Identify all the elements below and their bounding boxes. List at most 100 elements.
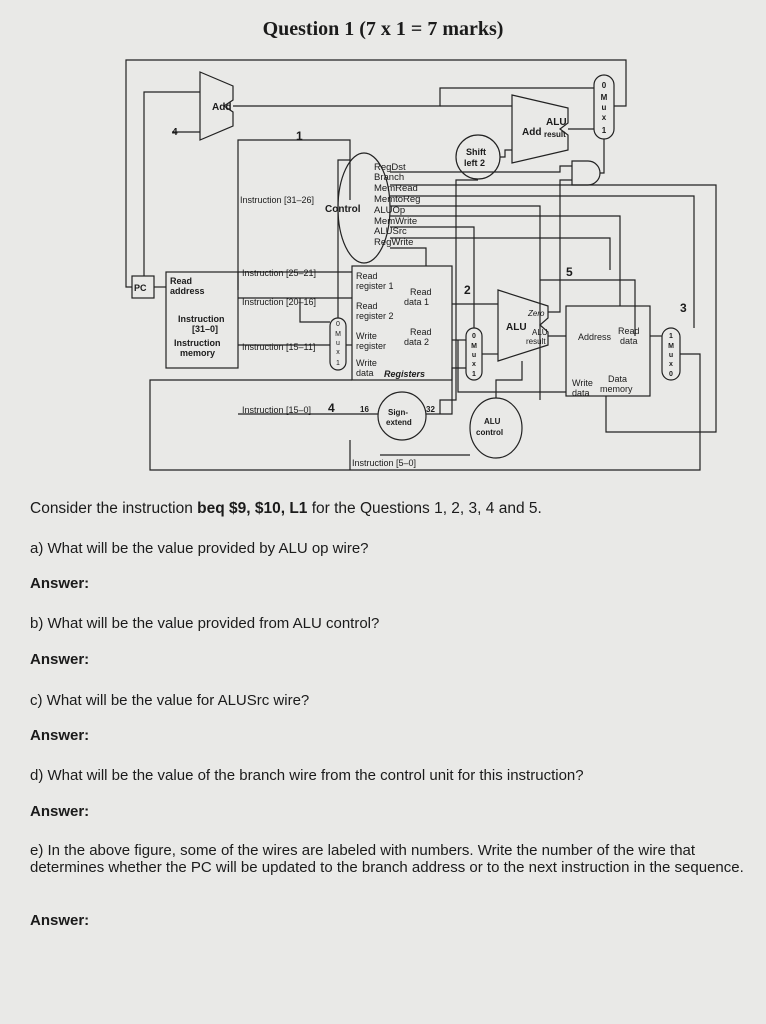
mux-mem-x: x — [669, 361, 673, 368]
alu-result-b: result — [544, 130, 566, 139]
register-file — [351, 265, 453, 381]
alu-res-b: result — [526, 337, 546, 346]
read-address-a: Read — [170, 276, 192, 286]
alu-res-a: ALU — [532, 328, 548, 337]
sixteen-label: 16 — [360, 405, 369, 414]
mux-alusrc-x: x — [472, 361, 476, 368]
signal-aluop: ALUOp — [374, 205, 405, 216]
mux-regdst-x: x — [336, 349, 340, 356]
intro-instruction: beq $9, $10, L1 — [197, 500, 308, 517]
mux-mem-u: u — [669, 352, 673, 359]
read-reg1-a: Read — [356, 271, 378, 281]
add-top-label: Add — [212, 102, 231, 113]
registers-label: Registers — [384, 369, 425, 379]
write-data2-b: data — [572, 388, 590, 398]
instruction-memory — [165, 271, 239, 369]
wire-num-5: 5 — [566, 265, 573, 279]
control-label: Control — [325, 204, 361, 215]
instr-15-0: Instruction [15–0] — [242, 405, 311, 415]
question-a: a) What will be the value provided by AL… — [30, 540, 369, 557]
alu-ctrl-a: ALU — [484, 417, 501, 426]
mux-top-u: u — [602, 103, 607, 112]
instr-5-0: Instruction [5–0] — [352, 458, 416, 468]
four-label: 4 — [172, 127, 178, 138]
signal-memread: MemRead — [374, 183, 418, 194]
dmem-a: Data — [608, 374, 627, 384]
answer-c: Answer: — [30, 727, 90, 744]
mux-top-x: x — [602, 113, 607, 122]
read-reg2-b: register 2 — [356, 311, 394, 321]
instr-31-26: Instruction [31–26] — [240, 195, 314, 205]
intro-text: Consider the instruction beq $9, $10, L1… — [30, 500, 750, 518]
read-reg1-b: register 1 — [356, 281, 394, 291]
read-data-b: data — [620, 336, 638, 346]
wire-num-2: 2 — [464, 283, 471, 297]
write-data2-a: Write — [572, 378, 593, 388]
shift-label-b: left 2 — [464, 158, 485, 168]
answer-b: Answer: — [30, 651, 90, 668]
mux-mem-1: 1 — [669, 333, 673, 340]
page-title: Question 1 (7 x 1 = 7 marks) — [262, 18, 504, 40]
answer-e: Answer: — [30, 912, 90, 929]
alu-add-label: Add — [522, 127, 541, 138]
instr-20-16: Instruction [20–16] — [242, 297, 316, 307]
signal-alusrc: ALUSrc — [374, 226, 407, 237]
instr-25-21: Instruction [25–21] — [242, 268, 316, 278]
answer-d: Answer: — [30, 803, 90, 820]
mux-alusrc-1: 1 — [472, 371, 476, 378]
dmem-b: memory — [600, 384, 633, 394]
question-b: b) What will be the value provided from … — [30, 615, 380, 632]
imem-a: Instruction — [174, 338, 221, 348]
pc-label: PC — [134, 283, 147, 293]
signal-memtoreg: MemtoReg — [374, 194, 420, 205]
mux-regdst-m: M — [335, 331, 341, 338]
question-e: e) In the above figure, some of the wire… — [30, 842, 744, 876]
question-c: c) What will be the value for ALUSrc wir… — [30, 692, 310, 709]
mux-mem-0: 0 — [669, 371, 673, 378]
mux-regdst-0: 0 — [336, 321, 340, 328]
mux-regdst-1: 1 — [336, 360, 340, 367]
mux-alusrc-m: M — [471, 343, 477, 350]
mux-alusrc-u: u — [472, 352, 476, 359]
mux-top-1: 1 — [602, 126, 607, 135]
alu-result-a: ALU — [546, 117, 567, 128]
mux-top-0: 0 — [602, 81, 607, 90]
data-memory — [565, 305, 651, 397]
and-gate — [571, 160, 601, 186]
answer-a: Answer: — [30, 575, 90, 592]
thirtytwo-label: 32 — [426, 405, 435, 414]
alu-label: ALU — [506, 322, 527, 333]
signal-branch: Branch — [374, 172, 404, 183]
wire-num-3: 3 — [680, 301, 687, 315]
mux-regdst-u: u — [336, 340, 340, 347]
datapath-diagram: Add 4 1 Add ALU result Shift left 2 0 M … — [125, 59, 717, 471]
read-address-b: address — [170, 286, 205, 296]
sign-label-a: Sign- — [388, 408, 408, 417]
mux-mem-m: M — [668, 343, 674, 350]
read-data1-a: Read — [410, 287, 432, 297]
sign-label-b: extend — [386, 418, 412, 427]
signal-memwrite: MemWrite — [374, 216, 417, 227]
signal-regdst: RegDst — [374, 162, 406, 173]
instr-15-11: Instruction [15–11] — [242, 342, 315, 352]
write-data-a: Write — [356, 358, 377, 368]
mux-top-m: M — [601, 93, 608, 102]
shift-label-a: Shift — [466, 147, 486, 157]
mux-alusrc-0: 0 — [472, 333, 476, 340]
read-data1-b: data 1 — [404, 297, 429, 307]
read-reg2-a: Read — [356, 301, 378, 311]
read-data2-b: data 2 — [404, 337, 429, 347]
signal-regwrite: RegWrite — [374, 237, 413, 248]
zero-label: Zero — [527, 309, 545, 318]
branch-adder — [511, 94, 569, 164]
instruction-b: [31–0] — [192, 324, 218, 334]
read-data-a: Read — [618, 326, 640, 336]
instruction-a: Instruction — [178, 314, 225, 324]
intro-pre: Consider the instruction — [30, 500, 198, 517]
write-reg-a: Write — [356, 331, 377, 341]
alu-ctrl-b: control — [476, 428, 503, 437]
pc-adder — [199, 71, 234, 141]
write-reg-b: register — [356, 341, 386, 351]
wire-num-4: 4 — [328, 401, 335, 415]
alu-shape — [497, 289, 549, 362]
